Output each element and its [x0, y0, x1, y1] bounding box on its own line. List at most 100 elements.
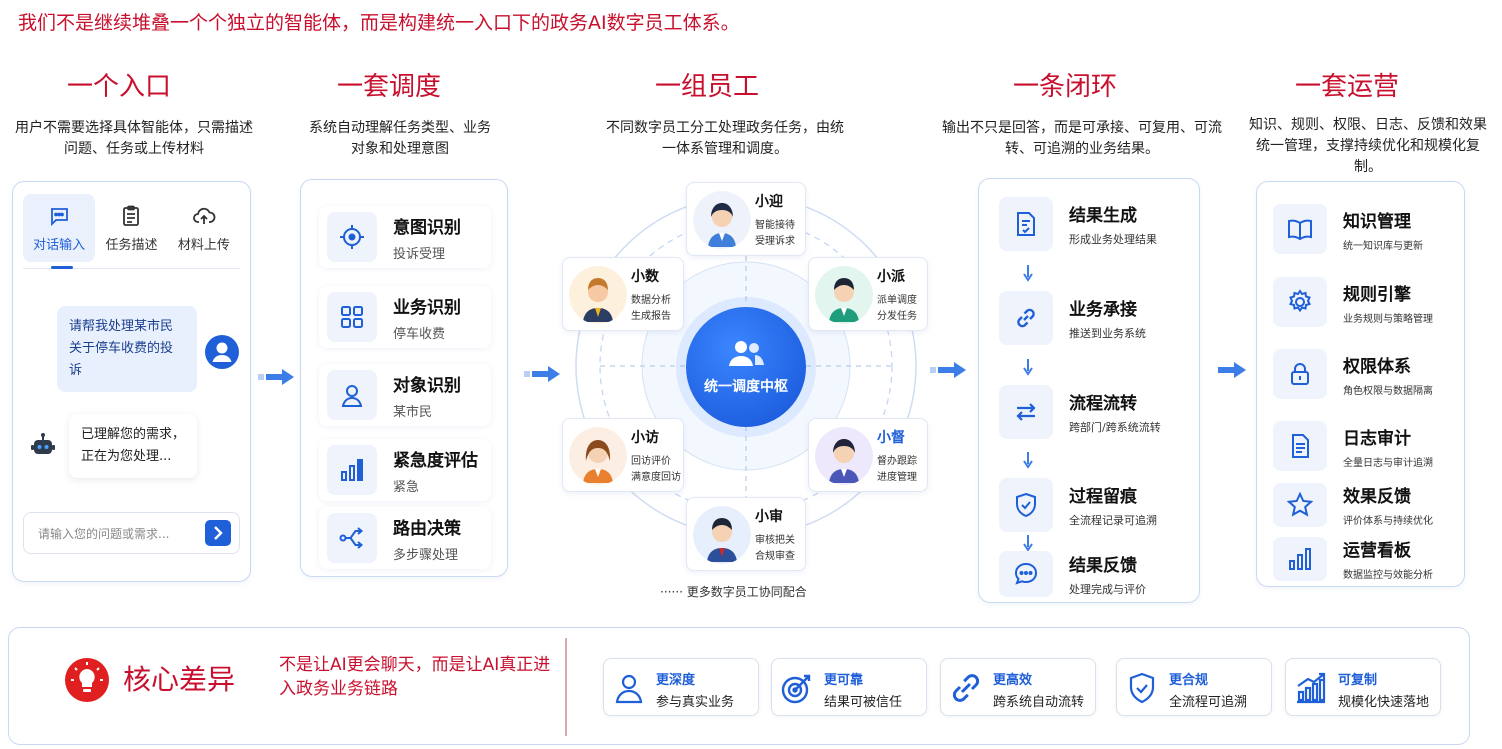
worker-duty: 回访评价 — [631, 456, 671, 467]
worker-xiaopai: 小派 派单调度 分发任务 — [808, 257, 928, 331]
ops-item-knowledge: 知识管理统一知识库与更新 — [1273, 204, 1423, 254]
dispatch-sub: 紧急 — [393, 479, 420, 495]
cloud-upload-icon — [192, 207, 216, 224]
entry-tabs: 对话输入 任务描述 材料上传 — [23, 194, 240, 262]
ops-title: 日志审计 — [1343, 428, 1411, 449]
ops-item-audit: 日志审计全量日志与审计追溯 — [1273, 421, 1433, 471]
col-title-workers: 一组员工 — [654, 72, 759, 102]
loop-sub: 全流程记录可追溯 — [1069, 514, 1157, 527]
ops-sub: 角色权限与数据隔离 — [1343, 385, 1433, 397]
chat-input[interactable]: 请输入您的问题或需求... — [23, 512, 240, 554]
dispatch-title: 紧急度评估 — [393, 450, 478, 471]
dispatch-item-business: 业务识别停车收费 — [319, 286, 491, 348]
send-icon — [214, 526, 223, 540]
loop-sub: 推送到业务系统 — [1069, 327, 1146, 340]
pill-reliable: 更可靠 结果可被信任 — [771, 658, 927, 716]
loop-panel: 结果生成形成业务处理结果 业务承接推送到业务系统 流程流转跨部门/跨系统流转 过… — [978, 178, 1200, 603]
col-title-dispatch: 一套调度 — [336, 72, 441, 102]
robot-icon — [31, 433, 55, 454]
ops-title: 效果反馈 — [1343, 487, 1411, 507]
tab-divider — [23, 268, 240, 269]
dispatch-panel: 意图识别投诉受理 业务识别停车收费 对象识别某市民 紧急度评估紧急 路由 — [300, 179, 508, 577]
pill-sub: 规模化快速落地 — [1338, 695, 1430, 710]
link-icon — [952, 674, 980, 702]
target-icon — [340, 225, 364, 249]
pill-title: 更深度 — [656, 673, 696, 688]
user-avatar — [205, 335, 239, 369]
pill-title: 更高效 — [993, 673, 1033, 688]
worker-avatar — [569, 266, 627, 324]
ops-sub: 业务规则与策略管理 — [1343, 313, 1433, 325]
swap-icon — [1016, 403, 1036, 421]
gear-icon — [1289, 289, 1311, 313]
down-arrow — [1023, 265, 1033, 282]
down-arrow — [1023, 535, 1033, 552]
ops-sub: 统一知识库与更新 — [1343, 240, 1423, 252]
flow-arrow-1 — [258, 369, 294, 385]
core-desc: 不是让AI更会聊天，而是让AI真正进入政务业务链路 — [279, 655, 551, 699]
down-arrow — [1023, 452, 1033, 469]
loop-sub: 处理完成与评价 — [1069, 583, 1146, 596]
loop-step-result: 结果生成形成业务处理结果 — [999, 197, 1157, 251]
dispatch-sub: 投诉受理 — [393, 246, 446, 262]
bot-message: 已理解您的需求，正在为您处理... — [69, 414, 197, 478]
worker-name: 小数 — [631, 269, 659, 285]
pill-replicable: 可复制 规模化快速落地 — [1285, 658, 1441, 716]
dispatch-title: 业务识别 — [393, 297, 461, 318]
ops-title: 权限体系 — [1343, 356, 1411, 377]
log-icon — [1292, 434, 1309, 458]
worker-duty: 合规审查 — [755, 551, 795, 562]
pill-deeper: 更深度 参与真实业务 — [603, 658, 759, 716]
ops-item-feedback: 效果反馈评价体系与持续优化 — [1273, 482, 1433, 527]
worker-duty: 派单调度 — [877, 295, 917, 306]
user-icon — [212, 342, 232, 362]
dispatch-item-intent: 意图识别投诉受理 — [319, 206, 491, 268]
tab-task-desc[interactable]: 任务描述 — [95, 194, 167, 262]
loop-sub: 形成业务处理结果 — [1069, 233, 1157, 246]
worker-duty: 受理诉求 — [755, 236, 795, 247]
col-desc-workers: 不同数字员工分工处理政务任务，由统一体系管理和调度。 — [606, 120, 844, 157]
worker-duty: 进度管理 — [877, 472, 917, 483]
worker-name: 小审 — [755, 509, 783, 525]
worker-avatar — [693, 506, 751, 564]
worker-duty: 督办跟踪 — [877, 456, 917, 467]
dispatch-sub: 停车收费 — [393, 326, 446, 342]
headline: 我们不是继续堆叠一个个独立的智能体，而是构建统一入口下的政务AI数字员工体系。 — [18, 12, 740, 34]
dispatch-item-urgency: 紧急度评估紧急 — [319, 439, 491, 501]
dispatch-item-object: 对象识别某市民 — [319, 364, 491, 426]
worker-xiaoshu: 小数 数据分析 生成报告 — [562, 257, 684, 331]
flow-arrow-4 — [1218, 362, 1246, 378]
pill-sub: 参与真实业务 — [656, 695, 735, 710]
worker-duty: 数据分析 — [631, 295, 671, 306]
worker-duty: 分发任务 — [877, 311, 917, 322]
link-icon — [1017, 308, 1035, 328]
loop-title: 结果反馈 — [1069, 556, 1137, 576]
ops-title: 知识管理 — [1343, 211, 1411, 232]
ops-item-rules: 规则引擎业务规则与策略管理 — [1273, 277, 1433, 327]
tab-upload[interactable]: 材料上传 — [168, 194, 240, 262]
col-title-loop: 一条闭环 — [1012, 72, 1117, 102]
dispatch-sub: 多步骤处理 — [393, 547, 459, 563]
tab-chat-input[interactable]: 对话输入 — [23, 194, 96, 262]
pill-title: 可复制 — [1338, 673, 1378, 688]
loop-step-feedback: 结果反馈处理完成与评价 — [999, 551, 1146, 597]
col-desc-ops: 知识、规则、权限、日志、反馈和效果统一管理，支撑持续优化和规模化复制。 — [1249, 117, 1487, 175]
chat-icon — [1014, 562, 1038, 585]
bar-chart-icon — [1289, 547, 1311, 570]
worker-duty: 审核把关 — [755, 535, 795, 546]
send-button[interactable] — [205, 520, 231, 546]
tab-label: 对话输入 — [33, 237, 86, 253]
hub-label: 统一调度中枢 — [704, 379, 788, 395]
clipboard-icon — [123, 205, 140, 226]
divider — [565, 638, 567, 736]
worker-duty: 智能接待 — [755, 220, 795, 231]
dispatch-title: 路由决策 — [393, 518, 461, 539]
down-arrow — [1023, 359, 1033, 376]
worker-name: 小访 — [631, 430, 659, 446]
ops-panel: 知识管理统一知识库与更新 规则引擎业务规则与策略管理 权限体系角色权限与数据隔离… — [1256, 181, 1465, 587]
col-desc-dispatch: 系统自动理解任务类型、业务对象和处理意图 — [309, 120, 491, 157]
loop-step-handoff: 业务承接推送到业务系统 — [999, 291, 1146, 345]
pill-efficient: 更高效 跨系统自动流转 — [940, 658, 1096, 716]
loop-title: 过程留痕 — [1069, 487, 1137, 507]
